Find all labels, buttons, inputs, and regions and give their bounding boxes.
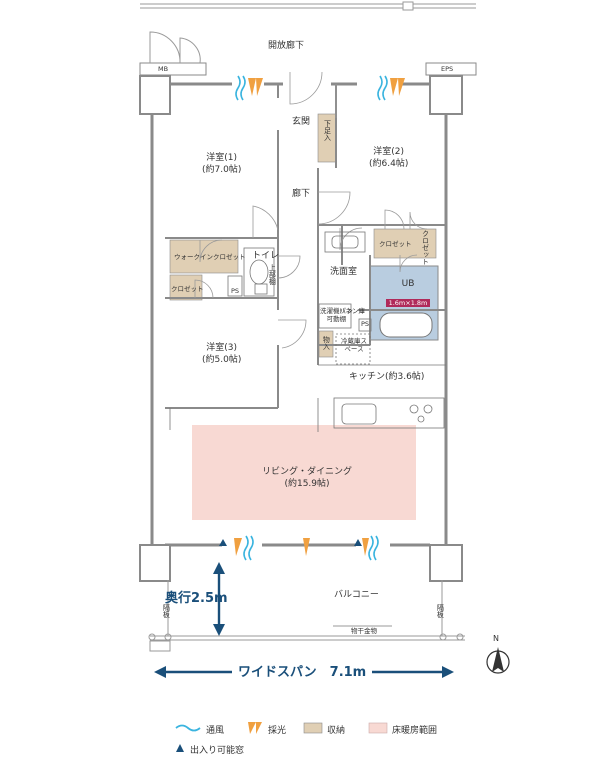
room3-size: (約5.0帖) — [202, 355, 242, 366]
eps-label: EPS — [441, 65, 454, 73]
door-swings — [194, 71, 428, 349]
room3-name: 洋室(3) — [206, 343, 238, 353]
balcony-area — [148, 580, 465, 652]
toilet-label: トイレ — [252, 251, 280, 261]
room2-name: 洋室(2) — [373, 147, 405, 157]
depth-dimension — [213, 562, 225, 636]
shoe-storage-label: 下足入 — [323, 120, 332, 141]
hall-label: 廊下 — [292, 189, 311, 199]
legend-access-window: 出入り可能窓 — [190, 746, 245, 756]
washroom-label: 洗面室 — [330, 267, 358, 277]
linen-label: リネン庫 — [339, 307, 365, 315]
closet-room2-vertical-label: クロゼット — [421, 230, 430, 265]
living-name: リビング・ダイニング — [262, 467, 353, 477]
toilet-shelf-label: 上部棚 — [268, 264, 277, 285]
washer-sub: 可動棚 — [326, 314, 347, 323]
access-window-markers — [219, 539, 362, 546]
corridor-door — [149, 31, 201, 64]
balcony-label: バルコニー — [334, 590, 379, 600]
legend-ventilation: 通風 — [206, 726, 225, 736]
ps-label-1: PS — [231, 287, 240, 295]
legend-floor-heating: 床暖房範囲 — [392, 726, 438, 736]
legend-light: 採光 — [268, 726, 287, 736]
room3-label: 洋室(3) (約5.0帖) — [202, 342, 241, 366]
storage-label: 物入 — [322, 336, 331, 350]
legend-storage: 収納 — [327, 726, 346, 736]
structural-columns — [139, 75, 463, 582]
ub-size: 1.6m×1.8m — [385, 299, 431, 308]
corridor-label: 開放廊下 — [268, 41, 305, 51]
mb-label: MB — [158, 65, 169, 73]
closet-label: クロゼット — [171, 285, 204, 293]
storage-fills — [169, 113, 437, 358]
laundry-bar-label: 物干金物 — [351, 627, 377, 635]
entrance-label: 玄関 — [292, 117, 311, 127]
floor-heating-area — [192, 425, 416, 520]
ub-name: UB — [401, 279, 415, 289]
top-railing — [140, 1, 476, 11]
room1-name: 洋室(1) — [206, 153, 238, 163]
ub-label: UB 1.6m×1.8m — [380, 278, 436, 309]
interior-walls — [165, 84, 446, 409]
living-size: (約15.9帖) — [284, 479, 330, 490]
kitchen-label: キッチン(約3.6帖) — [349, 372, 425, 382]
fixtures — [169, 231, 446, 432]
span-dimension — [154, 666, 454, 678]
mb-box — [139, 62, 207, 76]
room2-label: 洋室(2) (約6.4帖) — [369, 146, 408, 170]
closet-room2-label: クロゼット — [379, 240, 412, 248]
partition-left-label: 隔板 — [162, 604, 171, 618]
walkin-closet-label: ウォークインクロゼット — [174, 253, 246, 261]
living-label: リビング・ダイニング (約15.9帖) — [262, 466, 352, 490]
partition-right-label: 隔板 — [436, 604, 445, 618]
washer-name: 洗濯機パン — [320, 307, 353, 315]
bathtub-icon — [379, 312, 433, 338]
room1-label: 洋室(1) (約7.0帖) — [202, 152, 241, 176]
washer-label: 洗濯機パン 可動棚 — [320, 307, 353, 324]
north-compass — [486, 647, 510, 674]
legend-swatches — [175, 722, 388, 752]
span-label: ワイドスパン 7.1m — [238, 665, 367, 680]
light-markers — [234, 78, 405, 556]
exterior-walls — [150, 82, 448, 547]
room2-size: (約6.4帖) — [369, 159, 409, 170]
wind-markers — [235, 75, 388, 561]
north-label: N — [493, 634, 499, 643]
ps-label-2: PS — [361, 320, 370, 328]
fridge-label: 冷蔵庫スペース — [341, 337, 367, 353]
depth-label: 奥行2.5m — [165, 591, 228, 606]
room1-size: (約7.0帖) — [202, 165, 242, 176]
